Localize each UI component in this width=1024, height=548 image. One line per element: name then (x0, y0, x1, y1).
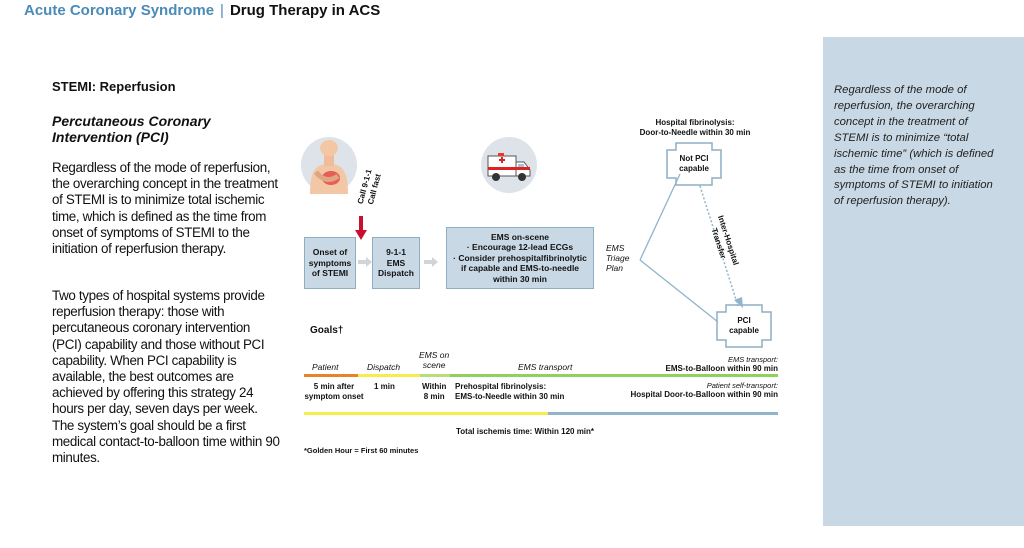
arrow-1 (358, 257, 372, 267)
ems-triage-label: EMS Triage Plan (606, 243, 630, 273)
onset-box: Onset of symptoms of STEMI (304, 237, 356, 289)
subtitle: Percutaneous Coronary Intervention (PCI) (52, 113, 211, 145)
fibrinolysis-label: Hospital fibrinolysis: Door-to-Needle wi… (639, 118, 751, 137)
pci-label: PCI capable (729, 316, 759, 335)
triage-to-pci-line (639, 259, 719, 323)
paragraph-2: Two types of hospital systems provide re… (52, 288, 280, 466)
stemi-diagram: Call 9-1-1 Call fast Onset of symptoms o… (300, 110, 790, 460)
total-blue-bar (548, 412, 778, 415)
ems-scene-bar (420, 374, 450, 377)
pci-hospital-icon (716, 304, 772, 348)
time-prehospital: Prehospital fibrinolysis: EMS-to-Needle … (455, 382, 565, 401)
onset-box-label: Onset of symptoms of STEMI (308, 247, 352, 279)
header-separator: | (220, 2, 224, 19)
topic-title: Drug Therapy in ACS (229, 2, 381, 19)
patient-chest-pain-icon (301, 137, 357, 194)
dispatch-bar (358, 374, 420, 377)
time-dispatch: 1 min (374, 382, 395, 391)
ems-balloon-label: EMS-to-Balloon within 90 min (665, 364, 778, 373)
goals-title: Goals† (310, 325, 344, 336)
paragraph-1: Regardless of the mode of reperfusion, t… (52, 160, 278, 257)
triage-to-not-pci-line (639, 173, 681, 261)
dispatch-box: 9-1-1 EMS Dispatch (372, 237, 420, 289)
triage-lines (639, 173, 743, 323)
not-pci-label: Not PCI capable (679, 154, 709, 173)
call-arrow-icon (355, 216, 367, 240)
side-note: Regardless of the mode of reperfusion, t… (834, 84, 994, 208)
total-yellow-bar (304, 412, 548, 415)
transfer-arrowhead (734, 297, 743, 308)
phase-dispatch: Dispatch (367, 362, 401, 372)
time-scene: Within 8 min (422, 382, 447, 401)
flow-arrows (358, 257, 438, 267)
ems-on-scene-box: EMS on-scene · Encourage 12-lead ECGs · … (446, 227, 594, 289)
phase-ems-transport: EMS transport (518, 362, 573, 372)
side-panel (823, 37, 1024, 526)
self-transport-label: Patient self-transport: (706, 381, 778, 390)
patient-bar (304, 374, 358, 377)
total-ischemic-time: Total ischemis time: Within 120 min* (456, 427, 595, 436)
phase-ems-scene: EMS on scene (419, 350, 450, 370)
ems-box-label: EMS on-scene · Encourage 12-lead ECGs · … (453, 231, 587, 284)
self-balloon-label: Hospital Door-to-Balloon within 90 min (630, 390, 778, 399)
ems-transport-label: EMS transport: (727, 355, 778, 364)
footnote: *Golden Hour = First 60 minutes (304, 446, 419, 455)
slide-header: Acute Coronary Syndrome | Drug Therapy in … (24, 2, 380, 19)
phase-patient: Patient (312, 362, 339, 372)
ems-transport-bar (450, 374, 778, 377)
arrow-2 (424, 257, 438, 267)
course-title: Acute Coronary Syndrome (24, 2, 215, 19)
transfer-line (699, 185, 739, 307)
time-patient: 5 min after symptom onset (304, 382, 364, 401)
ambulance-icon (481, 137, 537, 193)
not-pci-hospital-icon (666, 142, 722, 186)
dispatch-box-label: 9-1-1 EMS Dispatch (378, 247, 414, 279)
section-title: STEMI: Reperfusion (52, 79, 176, 94)
